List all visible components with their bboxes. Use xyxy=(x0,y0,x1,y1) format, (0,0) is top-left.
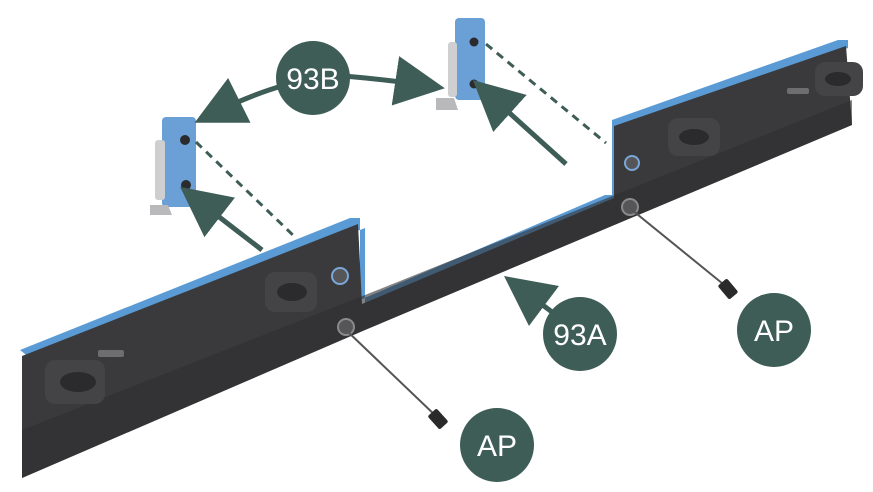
callout-93a-label: 93A xyxy=(553,319,606,352)
hole-left-upper xyxy=(331,267,349,285)
callout-93b: 93B xyxy=(276,41,350,115)
hole-right-upper xyxy=(624,155,640,171)
panel-93a xyxy=(20,40,863,478)
panel-lower-shade xyxy=(22,100,852,478)
slot-left xyxy=(98,350,124,357)
insert-arrow-left xyxy=(180,186,264,252)
slot-right xyxy=(787,88,809,94)
callout-93b-arrow-left xyxy=(194,77,283,123)
callout-ap-right: AP xyxy=(737,293,811,367)
screw-left xyxy=(345,329,448,429)
hook-right-upper xyxy=(815,62,863,96)
guide-dash-right xyxy=(485,42,607,145)
hole-left-lower xyxy=(337,318,355,336)
screw-right xyxy=(631,209,738,299)
callout-ap-left-label: AP xyxy=(477,430,517,463)
callout-93b-label: 93B xyxy=(286,63,339,96)
bracket-left xyxy=(150,117,196,215)
callout-ap-left: AP xyxy=(460,408,534,482)
guide-dash-left xyxy=(194,140,298,240)
hook-left-lower xyxy=(45,360,105,404)
callout-93a: 93A xyxy=(543,297,617,371)
callout-ap-right-label: AP xyxy=(754,315,794,348)
insert-arrow-right xyxy=(472,79,568,166)
bracket-right xyxy=(436,18,485,110)
hook-right-lower xyxy=(668,118,720,156)
hook-left-upper xyxy=(265,272,317,312)
callout-93b-arrow-right xyxy=(343,56,445,106)
